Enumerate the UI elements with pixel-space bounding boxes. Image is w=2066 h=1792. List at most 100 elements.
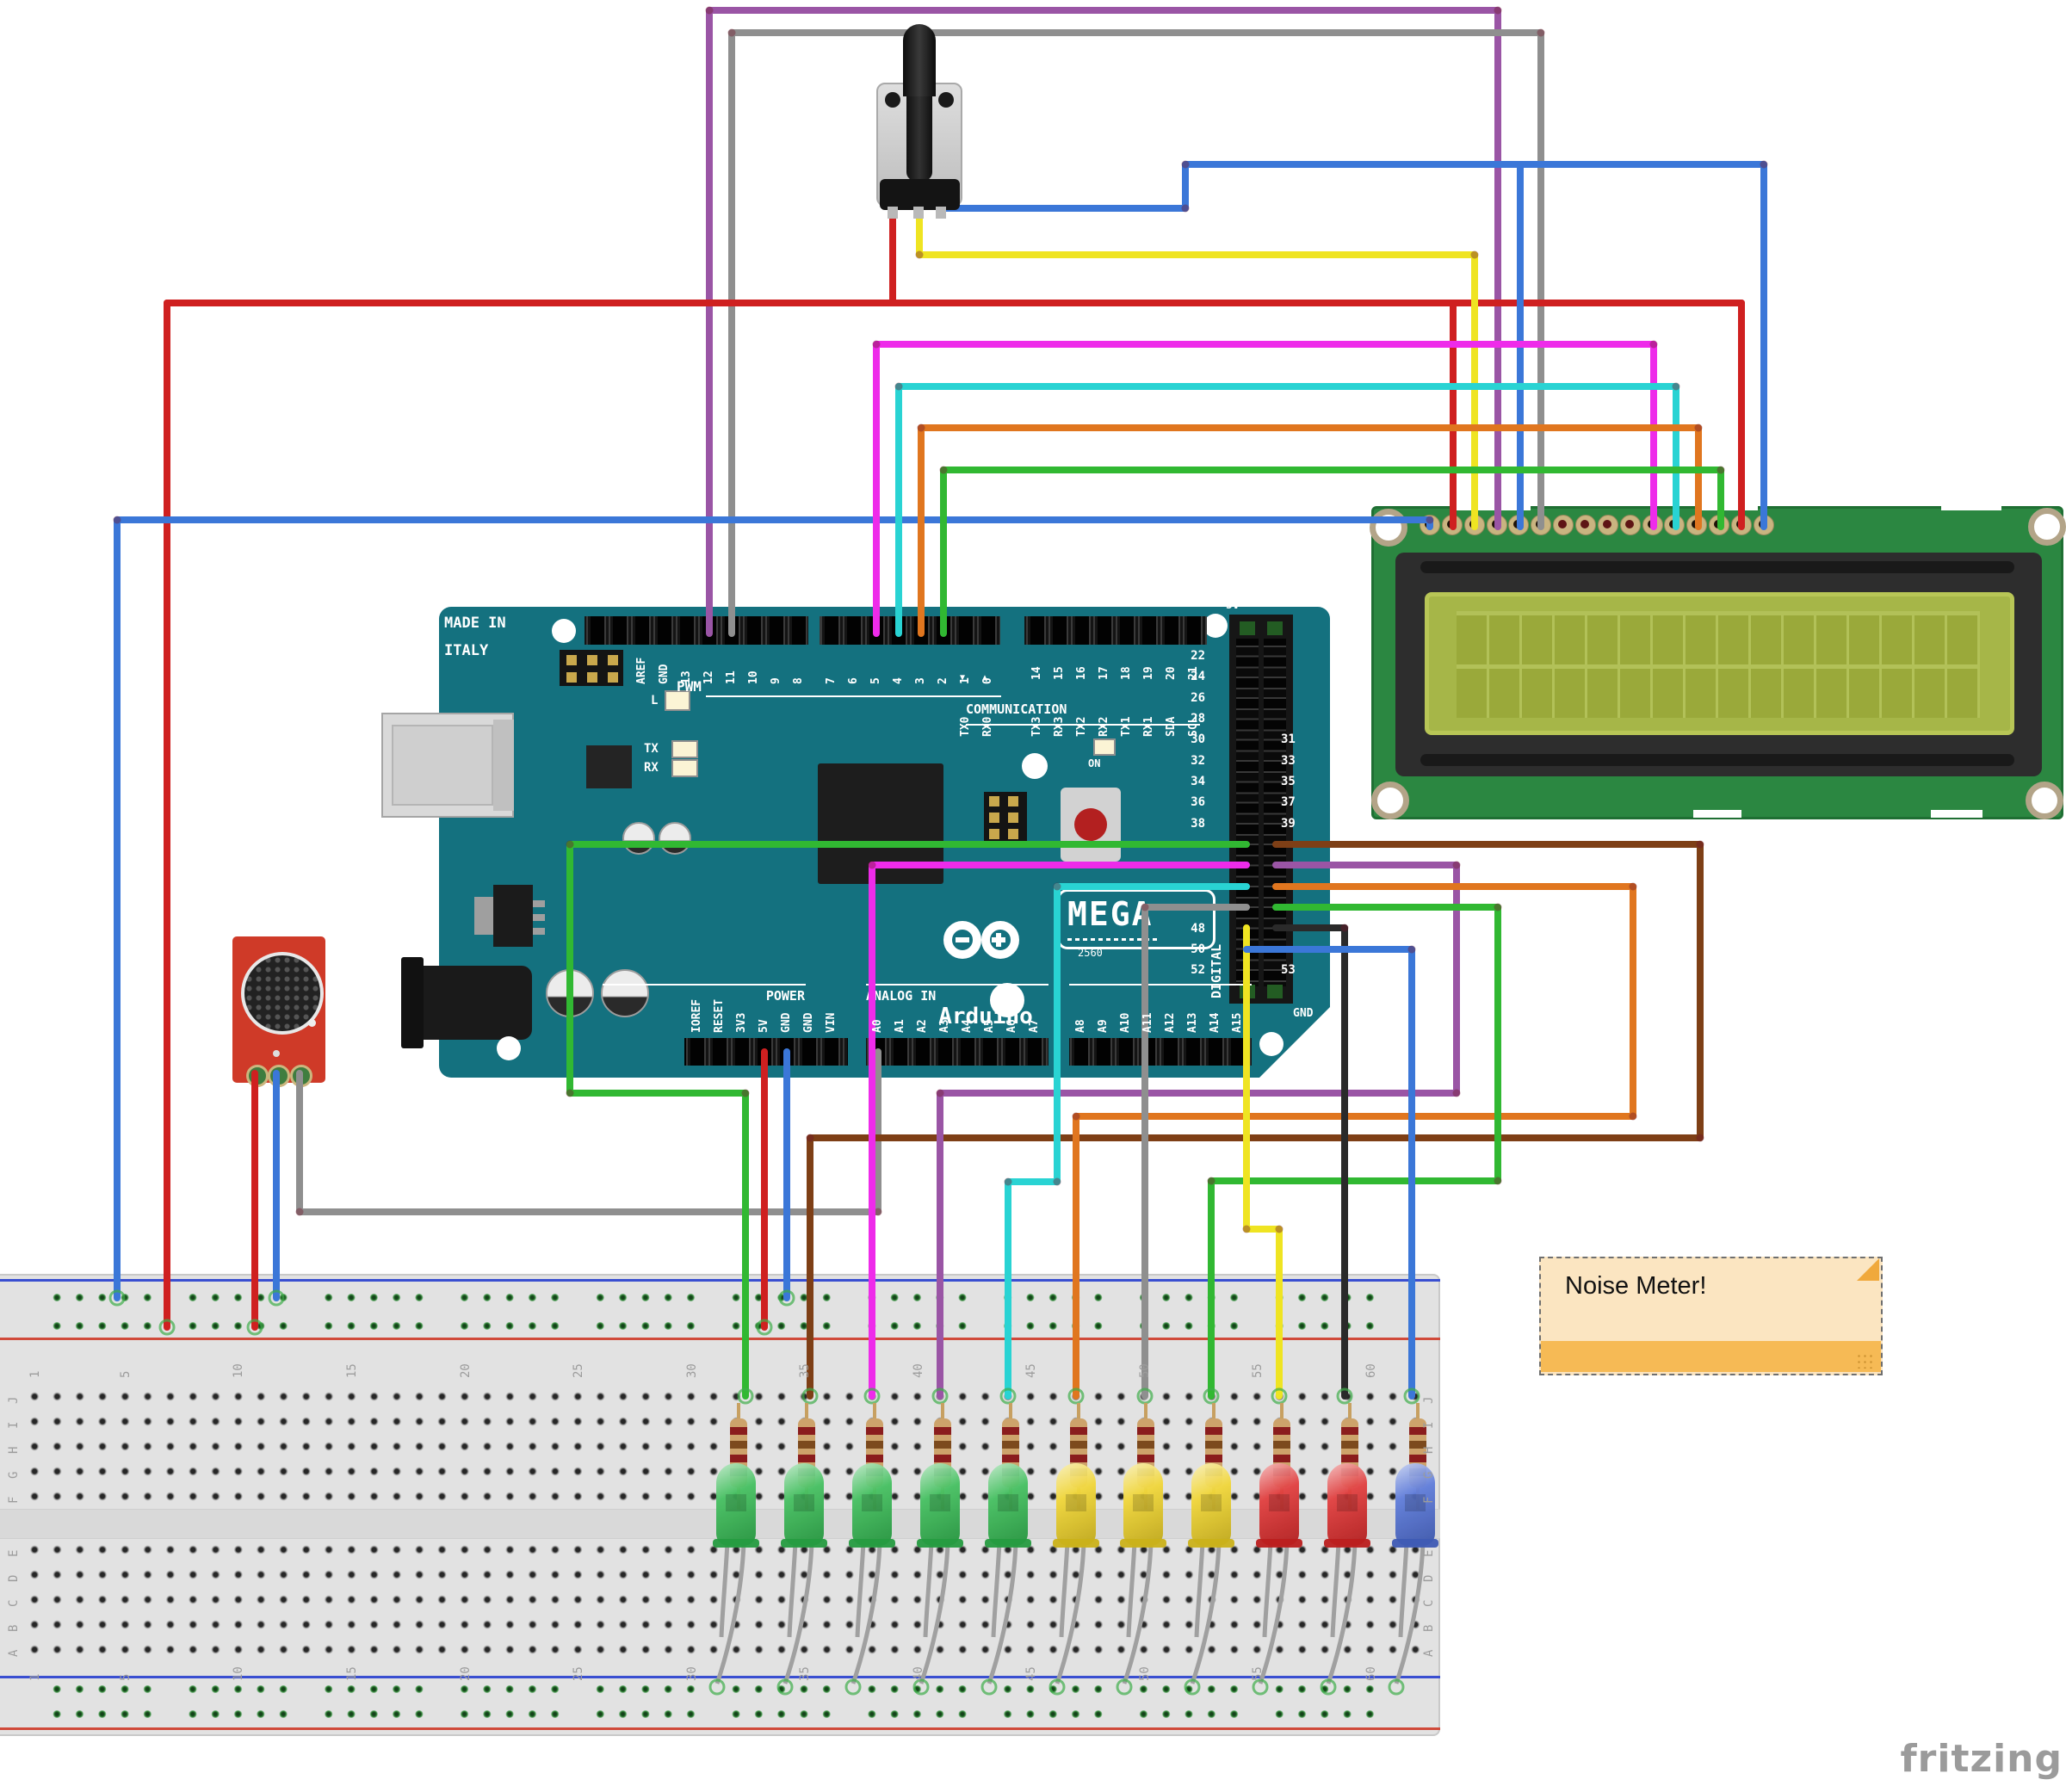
pin-label: A6 [1005, 1019, 1018, 1033]
pot-knob-shaft[interactable] [903, 24, 936, 96]
wire-bendpoint[interactable] [705, 6, 714, 15]
wire-bendpoint[interactable] [1407, 945, 1416, 954]
analog-header-strip-1[interactable] [866, 1038, 1048, 1066]
breadboard-column-number: 30 [685, 1666, 699, 1681]
digital-header-strip-2[interactable] [820, 616, 1000, 645]
wire-bendpoint[interactable] [1181, 204, 1190, 213]
wire-bendpoint[interactable] [1494, 6, 1502, 15]
pin-label: 24 [1191, 670, 1205, 684]
wire-bendpoint[interactable] [1696, 1134, 1704, 1142]
led-red[interactable] [1259, 1463, 1299, 1546]
breadboard-blue-rail-line-bottom [0, 1676, 1440, 1678]
wire-bendpoint[interactable] [1181, 160, 1190, 169]
wire-bendpoint[interactable] [1694, 423, 1703, 432]
breadboard-column-number: 35 [798, 1666, 812, 1681]
wire-bendpoint[interactable] [1452, 861, 1461, 869]
wire-bendpoint[interactable] [1629, 882, 1637, 891]
lcd-pin[interactable] [1574, 515, 1596, 535]
breadboard-row-letter: D [1422, 1574, 1436, 1582]
lcd-pin[interactable] [1597, 515, 1618, 535]
lcd-pin[interactable] [1619, 515, 1641, 535]
wire-bendpoint[interactable] [113, 516, 121, 524]
wire-bendpoint[interactable] [1494, 1177, 1502, 1185]
wire-bendpoint[interactable] [939, 466, 948, 474]
digital-header-column[interactable] [1236, 639, 1259, 986]
lcd-pin[interactable] [1753, 515, 1774, 535]
power-header-strip[interactable] [684, 1038, 848, 1066]
wire-bendpoint[interactable] [727, 28, 736, 37]
wire-bendpoint[interactable] [1242, 1225, 1251, 1233]
serial-header-strip[interactable] [1024, 616, 1207, 645]
wire-bendpoint[interactable] [1072, 1112, 1080, 1121]
wire-bendpoint[interactable] [1672, 382, 1680, 391]
wire-bendpoint[interactable] [1760, 160, 1768, 169]
pot-pin[interactable] [936, 207, 946, 219]
wire-bendpoint[interactable] [874, 1208, 882, 1216]
header-5v-pin[interactable] [1267, 621, 1283, 635]
led-yellow[interactable] [1191, 1463, 1231, 1546]
lcd-pin[interactable] [1463, 515, 1485, 535]
breadboard-power-rail[interactable] [46, 1707, 1406, 1721]
wire-bendpoint[interactable] [915, 250, 924, 259]
led-green[interactable] [988, 1463, 1028, 1546]
wire-bendpoint[interactable] [894, 382, 903, 391]
analog-header-strip-2[interactable] [1069, 1038, 1252, 1066]
mic-pin[interactable] [246, 1065, 269, 1087]
reset-button[interactable] [1074, 808, 1107, 841]
led-yellow[interactable] [1056, 1463, 1096, 1546]
lcd-pin[interactable] [1441, 515, 1463, 535]
note-resize-handle[interactable] [1856, 1353, 1873, 1369]
header-5v-pin[interactable] [1240, 621, 1255, 635]
mic-pin[interactable] [290, 1065, 312, 1087]
header-gnd-pin[interactable] [1267, 985, 1283, 998]
regulator-leg [533, 900, 545, 907]
breadboard-grid-bottom[interactable] [23, 1537, 1430, 1662]
wire-bendpoint[interactable] [1629, 1112, 1637, 1121]
digital-header-strip-1[interactable] [585, 616, 808, 645]
wire-bendpoint[interactable] [1207, 1177, 1215, 1185]
breadboard-power-rail[interactable] [46, 1290, 1406, 1305]
lcd-pin[interactable] [1486, 515, 1507, 535]
wire-bendpoint[interactable] [295, 1208, 304, 1216]
wire-bendpoint[interactable] [1494, 903, 1502, 911]
lcd-pin[interactable] [1420, 515, 1440, 535]
wire-bendpoint[interactable] [1470, 250, 1479, 259]
wire-bendpoint[interactable] [566, 1089, 574, 1097]
pot-pin[interactable] [913, 207, 924, 219]
wire-bendpoint[interactable] [741, 1089, 750, 1097]
lcd-pin[interactable] [1709, 515, 1730, 535]
wire-bendpoint[interactable] [806, 1134, 814, 1142]
lcd-silk-mark [1698, 503, 1758, 510]
breadboard-power-rail[interactable] [46, 1319, 1406, 1333]
wire-bendpoint[interactable] [936, 1089, 944, 1097]
lcd-pin[interactable] [1642, 515, 1663, 535]
lcd-pin[interactable] [1730, 515, 1752, 535]
wire-bendpoint[interactable] [1053, 1177, 1061, 1186]
pot-pin[interactable] [888, 207, 898, 219]
wire-bendpoint[interactable] [1340, 924, 1349, 932]
wire-bendpoint[interactable] [1452, 1089, 1461, 1097]
wire-bendpoint[interactable] [1717, 466, 1725, 474]
led-green[interactable] [852, 1463, 892, 1546]
led-yellow[interactable] [1123, 1463, 1163, 1546]
wire-bendpoint[interactable] [1649, 340, 1658, 349]
wire-bendpoint[interactable] [1004, 1177, 1012, 1186]
led-red[interactable] [1327, 1463, 1367, 1546]
breadboard-power-rail[interactable] [46, 1682, 1406, 1696]
wire-bendpoint[interactable] [1537, 28, 1545, 37]
wire-bendpoint[interactable] [872, 340, 881, 349]
wire-bendpoint[interactable] [1696, 840, 1704, 849]
wire-bendpoint[interactable] [1275, 1225, 1284, 1233]
led-green[interactable] [784, 1463, 824, 1546]
wire-yellow[interactable] [916, 205, 1478, 530]
led-green[interactable] [716, 1463, 756, 1546]
mic-pin[interactable] [268, 1065, 290, 1087]
wire-blue[interactable] [938, 161, 1767, 530]
header-gnd-pin[interactable] [1240, 985, 1255, 998]
led-blue[interactable] [1395, 1463, 1435, 1546]
lcd-pin[interactable] [1553, 515, 1574, 535]
digital-header-column[interactable] [1264, 639, 1286, 986]
wire-bendpoint[interactable] [917, 423, 925, 432]
led-green[interactable] [920, 1463, 960, 1546]
lcd-pin[interactable] [1686, 515, 1708, 535]
